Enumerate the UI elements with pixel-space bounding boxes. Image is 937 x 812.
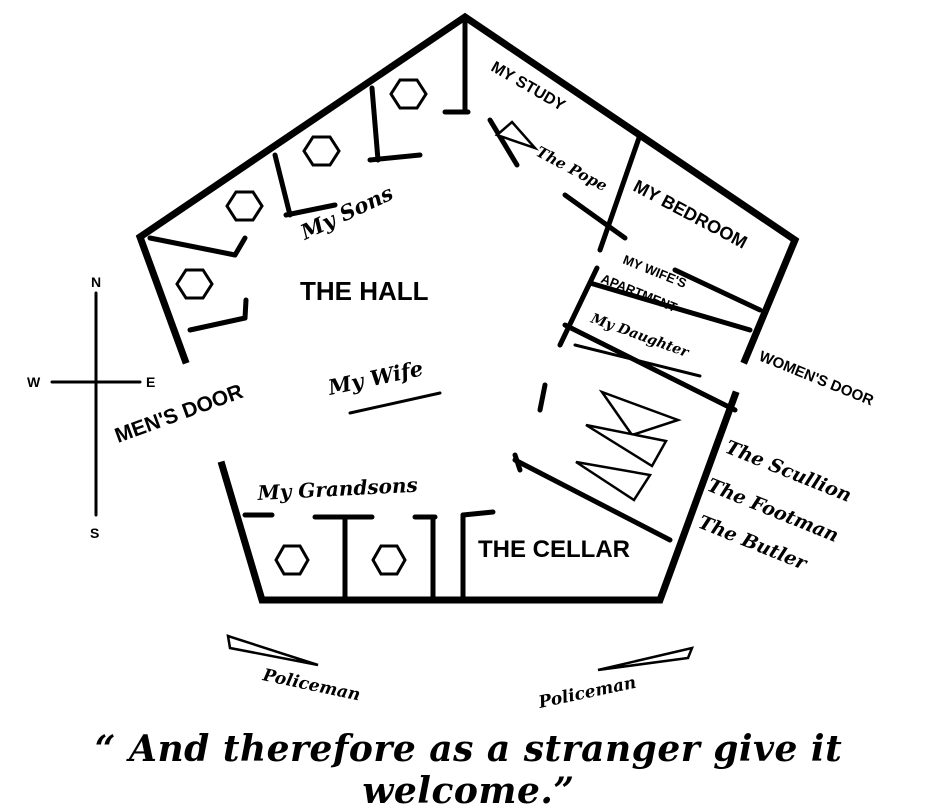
bedroom-label: MY BEDROOM bbox=[630, 176, 750, 253]
mens-door-label: MEN'S DOOR bbox=[112, 380, 246, 448]
pope-wedge bbox=[494, 120, 540, 151]
wall-apartment-2 bbox=[587, 280, 753, 333]
interior-walls bbox=[147, 14, 763, 603]
wall-son-4b bbox=[242, 297, 249, 321]
cellar-wedge-1 bbox=[598, 389, 682, 437]
compass-e: E bbox=[146, 374, 155, 390]
policeman-left-wedge bbox=[226, 634, 319, 667]
wedges bbox=[226, 120, 695, 672]
compass-w: W bbox=[27, 374, 41, 390]
wall-study-door-a bbox=[487, 117, 520, 168]
wall-son-3b bbox=[232, 235, 248, 258]
wife-label: My Wife bbox=[325, 355, 425, 400]
policeman-right-wedge bbox=[597, 646, 695, 672]
hex-pillar bbox=[371, 544, 407, 576]
wall-study-door-b bbox=[562, 192, 628, 241]
daughter-underline bbox=[573, 343, 702, 378]
wall-son-4 bbox=[187, 315, 248, 333]
grandsons-label: My Grandsons bbox=[256, 473, 418, 505]
caption: “ And therefore as a stranger give it we… bbox=[94, 728, 843, 812]
wall-cellar-stub-2 bbox=[512, 452, 523, 473]
cellar-wedge-2 bbox=[585, 423, 668, 468]
compass-s: S bbox=[90, 525, 99, 541]
policeman-left-label: Policeman bbox=[260, 665, 362, 705]
pope-label: The Pope bbox=[533, 143, 610, 195]
hex-pillar bbox=[302, 135, 341, 167]
wall-cellar-top bbox=[460, 509, 496, 518]
compass: N S W E bbox=[27, 274, 155, 541]
pillars bbox=[175, 78, 428, 576]
wall-son-1 bbox=[369, 85, 381, 163]
wall-apartment-3 bbox=[562, 322, 738, 413]
wall-son-3 bbox=[147, 235, 238, 258]
cellar-wedge-3 bbox=[575, 460, 653, 502]
wall-study-bedroom bbox=[597, 132, 643, 253]
wall-son-2 bbox=[272, 152, 293, 218]
wall-cellar-stub bbox=[537, 382, 548, 413]
hex-pillar bbox=[175, 268, 214, 300]
wall-son-2b bbox=[283, 202, 338, 218]
wall-son-1b bbox=[367, 152, 423, 163]
hex-pillar bbox=[225, 190, 264, 222]
study-label: MY STUDY bbox=[488, 59, 568, 115]
daughter-label: My Daughter bbox=[588, 310, 692, 361]
compass-n: N bbox=[91, 274, 101, 290]
wall-cellar-diag bbox=[512, 457, 673, 543]
hall-label: THE HALL bbox=[300, 276, 429, 306]
policeman-right-label: Policeman bbox=[536, 673, 638, 713]
hex-pillar bbox=[389, 78, 428, 110]
wife-underline bbox=[348, 391, 442, 415]
hex-pillar bbox=[274, 544, 310, 576]
wall-bedroom-south bbox=[672, 267, 763, 313]
womens-door-label: WOMEN'S DOOR bbox=[757, 348, 877, 409]
cellar-label: THE CELLAR bbox=[478, 536, 630, 563]
